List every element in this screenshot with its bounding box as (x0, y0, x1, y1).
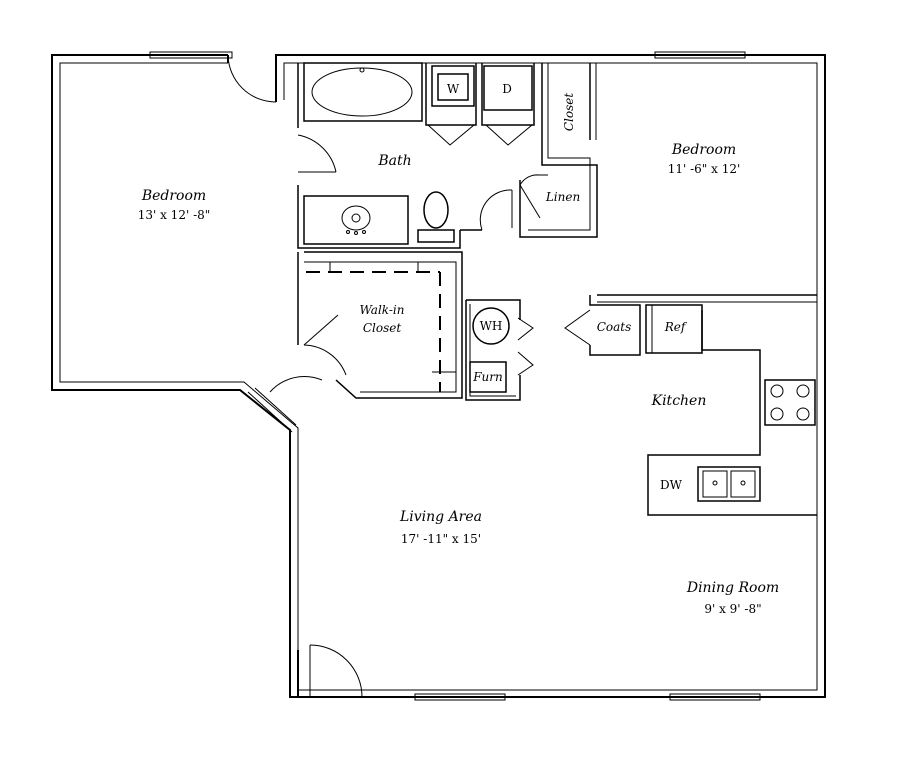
bedroom-left-name: Bedroom (141, 188, 206, 204)
dining-room-name: Dining Room (686, 580, 779, 596)
bedroom-left-door (227, 54, 277, 103)
dryer-label: D (502, 82, 512, 96)
washer-label: W (447, 82, 460, 96)
walk-in-closet-area (297, 251, 463, 399)
bedroom-right-name: Bedroom (671, 142, 736, 158)
dishwasher-label: DW (660, 478, 683, 492)
bedroom-left-size: 13' x 12' -8" (138, 208, 211, 222)
closet-linen (519, 63, 598, 238)
coats-label: Coats (597, 320, 632, 334)
bath-label: Bath (377, 153, 411, 169)
water-heater-label: WH (480, 319, 503, 333)
kitchen-label: Kitchen (651, 393, 707, 409)
furnace-label: Furn (472, 370, 503, 384)
bedroom-right-size: 11' -6" x 12' (668, 162, 741, 176)
living-area-name: Living Area (399, 509, 482, 525)
bedroom-living-door (269, 376, 323, 393)
kitchen-counters (647, 310, 817, 516)
linen-label: Linen (545, 190, 580, 204)
bath-area (297, 62, 513, 249)
walk-in-label-2: Closet (363, 321, 402, 335)
walk-in-label-1: Walk-in (360, 303, 405, 317)
utility (465, 299, 534, 401)
refrigerator-label: Ref (664, 320, 688, 334)
room-labels: Bedroom 13' x 12' -8" Bedroom 11' -6" x … (138, 93, 779, 616)
fixture-labels: W D WH Furn Ref DW (447, 82, 688, 492)
living-area-size: 17' -11" x 15' (401, 532, 481, 546)
entry-door (297, 644, 363, 698)
bedroom-right-walls (597, 294, 817, 303)
dining-room-size: 9' x 9' -8" (704, 602, 761, 616)
closet-label: Closet (562, 93, 576, 132)
laundry (425, 63, 535, 146)
